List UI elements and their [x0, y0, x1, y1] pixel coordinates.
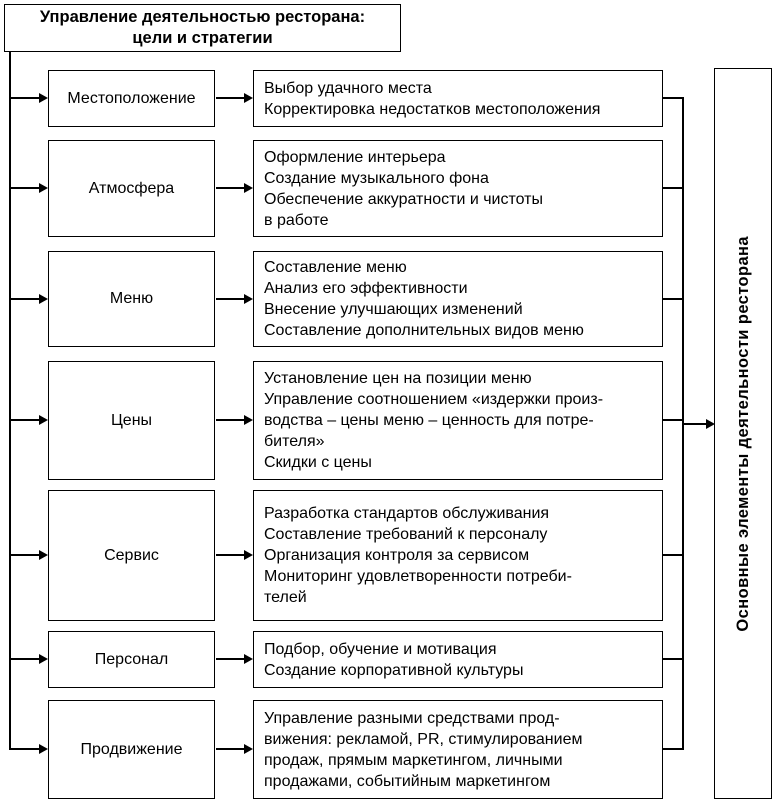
arrow-right-icon: [39, 183, 48, 193]
connector-line: [216, 298, 245, 300]
connector-line: [216, 748, 245, 750]
connector-line: [663, 298, 684, 300]
arrow-right-icon: [244, 294, 253, 304]
connector-line: [216, 187, 245, 189]
connector-line: [216, 97, 245, 99]
arrow-right-icon: [244, 183, 253, 193]
arrow-right-icon: [39, 294, 48, 304]
side-category-label: Основные элементы деятельности ресторана: [733, 235, 752, 632]
arrow-right-icon: [244, 415, 253, 425]
category-box-promotion: Продвижение: [48, 700, 215, 799]
connector-line: [11, 97, 40, 99]
side-category-box: Основные элементы деятельности ресторана: [714, 68, 772, 799]
connector-line: [663, 658, 684, 660]
arrow-right-icon: [706, 419, 715, 429]
connector-line: [663, 554, 684, 556]
details-box-prices: Установление цен на позиции меню Управле…: [253, 361, 663, 480]
connector-line: [663, 97, 684, 99]
arrow-right-icon: [39, 654, 48, 664]
arrow-right-icon: [244, 93, 253, 103]
arrow-right-icon: [39, 93, 48, 103]
connector-line: [684, 423, 707, 425]
connector-line: [663, 419, 684, 421]
connector-line: [9, 52, 11, 750]
connector-line: [11, 554, 40, 556]
category-box-atmosphere: Атмосфера: [48, 140, 215, 237]
diagram-title: Управление деятельностью ресторана: цели…: [4, 4, 401, 52]
arrow-right-icon: [39, 415, 48, 425]
details-box-menu: Составление меню Анализ его эффективност…: [253, 251, 663, 347]
details-box-staff: Подбор, обучение и мотивация Создание ко…: [253, 631, 663, 688]
details-box-service: Разработка стандартов обслуживания Соста…: [253, 490, 663, 621]
category-box-service: Сервис: [48, 490, 215, 621]
category-box-prices: Цены: [48, 361, 215, 480]
category-box-location: Местоположение: [48, 70, 215, 127]
arrow-right-icon: [244, 550, 253, 560]
connector-line: [11, 419, 40, 421]
connector-line: [11, 658, 40, 660]
connector-line: [663, 748, 684, 750]
arrow-right-icon: [39, 744, 48, 754]
connector-line: [663, 187, 684, 189]
arrow-right-icon: [244, 654, 253, 664]
connector-line: [216, 554, 245, 556]
details-box-promotion: Управление разными средствами прод- виже…: [253, 700, 663, 799]
arrow-right-icon: [39, 550, 48, 560]
category-box-staff: Персонал: [48, 631, 215, 688]
connector-line: [11, 748, 40, 750]
category-box-menu: Меню: [48, 251, 215, 347]
connector-line: [11, 187, 40, 189]
arrow-right-icon: [244, 744, 253, 754]
details-box-location: Выбор удачного места Корректировка недос…: [253, 70, 663, 127]
connector-line: [11, 298, 40, 300]
connector-line: [216, 419, 245, 421]
connector-line: [682, 97, 684, 750]
connector-line: [216, 658, 245, 660]
details-box-atmosphere: Оформление интерьера Создание музыкально…: [253, 140, 663, 237]
